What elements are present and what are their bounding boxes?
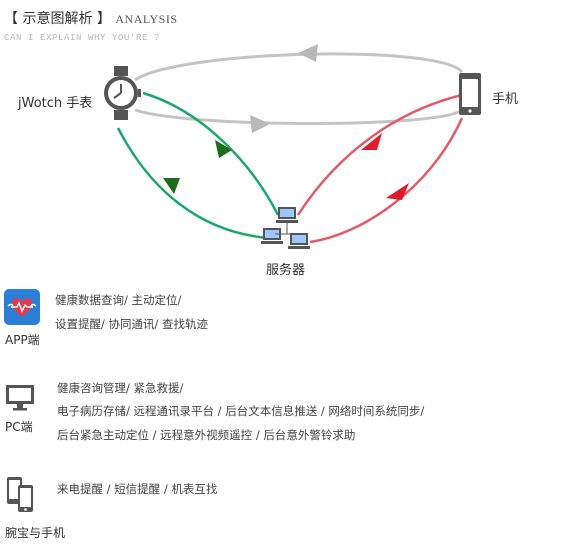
green-link-lower (116, 127, 269, 240)
pc-features-line-3: 后台紧急主动定位 / 远程意外视频遥控 / 后台意外警铃求助 (57, 428, 356, 442)
app-features-line-1: 健康数据查询/ 主动定位/ (55, 293, 182, 307)
section-label-wrist-phone: 腕宝与手机 (5, 526, 66, 540)
gray-arrow-left (298, 44, 318, 62)
gray-link-top (134, 52, 464, 82)
app-heart-icon (4, 289, 40, 325)
pc-features-line-1: 健康咨询管理/ 紧急救援/ (57, 381, 184, 395)
watch-server-link (116, 91, 280, 240)
red-arrow-up (386, 183, 409, 200)
gray-link-bottom (134, 108, 463, 125)
phone-server-link (296, 93, 464, 244)
header-title-en: ANALYSIS (115, 12, 178, 26)
watch-phone-link (134, 44, 464, 133)
green-link-upper (142, 91, 280, 216)
section-label-pc: PC端 (5, 420, 33, 434)
red-link-lower (309, 117, 464, 244)
gray-arrow-right (250, 115, 270, 133)
watch-icon (104, 66, 141, 120)
section-label-app: APP端 (5, 333, 40, 347)
header-subtitle: CAN I EXPLAIN WHY YOU'RE ? (4, 33, 161, 43)
green-arrow-up (215, 140, 232, 158)
phone-pair-icon (6, 476, 38, 514)
red-arrow-down (361, 133, 382, 150)
watch-label: jWotch 手表 (18, 96, 93, 111)
phone-label: 手机 (492, 92, 519, 107)
pc-features-line-2: 电子病历存储/ 远程通讯录平台 / 后台文本信息推送 / 网络时间系统同步/ (57, 404, 425, 418)
monitor-icon (5, 383, 35, 413)
green-arrow-down (163, 178, 180, 194)
wrist-phone-features-line-1: 来电提醒 / 短信提醒 / 机表互找 (57, 482, 218, 496)
app-features-line-2: 设置提醒/ 协同通讯/ 查找轨迹 (55, 317, 209, 331)
server-label: 服务器 (266, 263, 306, 278)
phone-icon (459, 73, 481, 115)
server-icon (261, 207, 310, 249)
red-link-upper (296, 93, 463, 216)
header-title: 【 示意图解析 】 ANALYSIS (4, 8, 178, 28)
header-title-cn: 【 示意图解析 】 (4, 11, 111, 27)
